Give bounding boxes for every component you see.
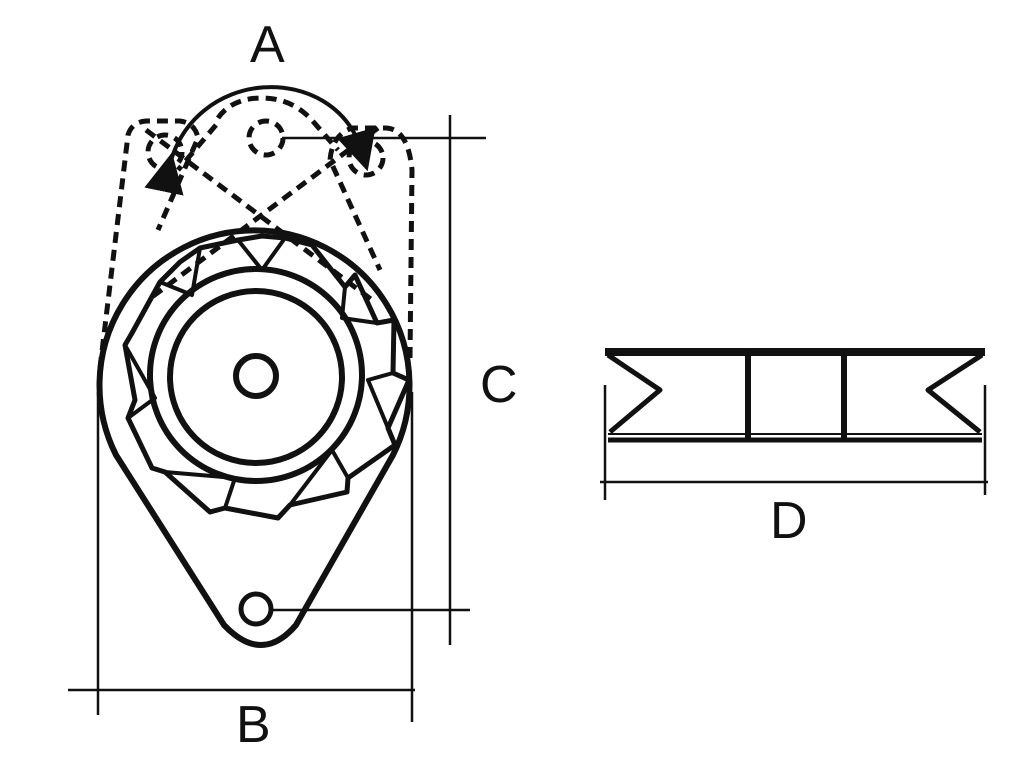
dashed-right-diagonal-arm xyxy=(146,125,380,303)
dimension-label-b: B xyxy=(236,696,271,754)
sheave-toothed-rim xyxy=(122,233,412,521)
dashed-right-pivot-hole xyxy=(346,138,386,178)
side-view-sheave xyxy=(605,348,985,443)
sheave-hub xyxy=(167,288,345,466)
right-groove-profile xyxy=(925,352,984,434)
becket-hole xyxy=(238,591,274,627)
center-hub-block xyxy=(746,350,846,442)
block-body-outline xyxy=(96,227,413,648)
dimension-label-d: D xyxy=(770,492,808,550)
dashed-center-pivot-hole xyxy=(246,118,286,158)
axle-hole xyxy=(233,353,279,399)
sheave-inner-ring xyxy=(147,266,365,484)
front-view xyxy=(96,85,415,648)
dashed-center-shackle-outline xyxy=(176,95,340,172)
dimension-label-a: A xyxy=(250,16,285,74)
swivel-arc-arrow xyxy=(144,85,376,196)
dimension-lines xyxy=(68,115,988,722)
left-groove-profile xyxy=(606,352,663,434)
dimension-label-c: C xyxy=(480,356,518,414)
